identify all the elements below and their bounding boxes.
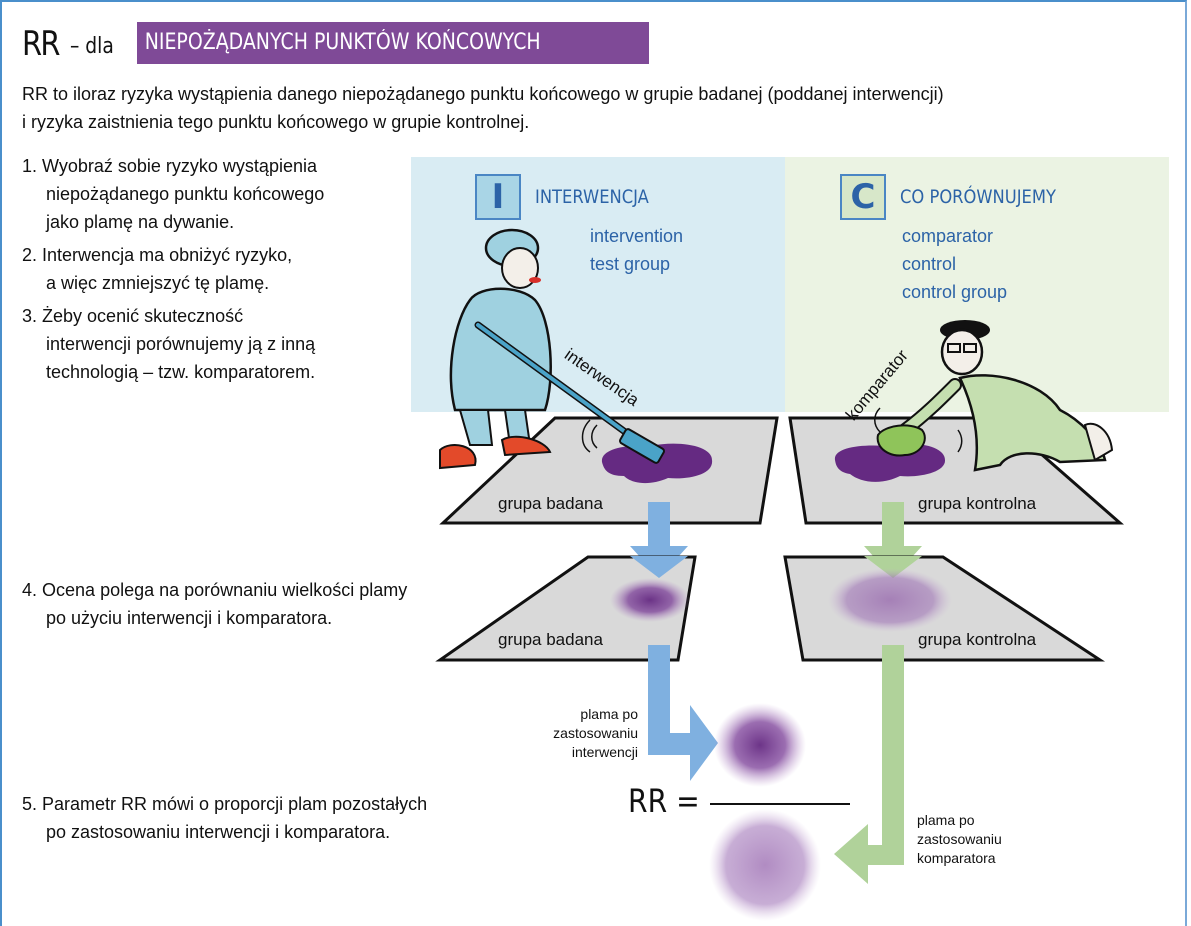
caption-line: interwencji <box>571 744 638 760</box>
carpet-label-control-top: grupa kontrolna <box>918 494 1037 513</box>
step-text: jako plamę na dywanie. <box>46 212 235 232</box>
intervention-heading: INTERWENCJA <box>535 186 649 208</box>
stain-control-top <box>834 443 946 482</box>
comparator-arrow-to-denominator <box>834 645 904 884</box>
step-text: technologią – tzw. komparatorem. <box>46 362 316 382</box>
intervention-terms: intervention test group <box>590 222 683 278</box>
title-connector: – dla <box>70 34 114 59</box>
step-text: po użyciu interwencji i komparatora. <box>46 608 333 628</box>
caption-line: komparatora <box>917 850 996 866</box>
step-number: 1. <box>22 156 38 176</box>
step-text: po zastosowaniu interwencji i komparator… <box>46 822 391 842</box>
title-highlight-badge: NIEPOŻĄDANYCH PUNKTÓW KOŃCOWYCH <box>137 22 649 64</box>
stain-test-middle <box>610 578 690 622</box>
step-text: Wyobraź sobie ryzyko wystąpienia <box>42 156 317 176</box>
comparator-terms: comparator control control group <box>902 222 1007 306</box>
page-title: RR – dla <box>22 22 140 64</box>
step-3: 3. Żeby ocenić skuteczność interwencji p… <box>22 302 315 386</box>
intro-line-1: RR to iloraz ryzyka wystąpienia danego n… <box>22 84 944 104</box>
numerator-stain <box>714 703 806 787</box>
step-4: 4. Ocena polega na porównaniu wielkości … <box>22 576 407 632</box>
caption-line: plama po <box>580 706 638 722</box>
denominator-caption: plama po zastosowaniu komparatora <box>917 811 1002 868</box>
step-text: niepożądanego punktu końcowego <box>46 184 325 204</box>
comparator-term: control <box>902 254 957 274</box>
step-5: 5. Parametr RR mówi o proporcji plam poz… <box>22 790 427 846</box>
step-2: 2. Interwencja ma obniżyć ryzyko, a więc… <box>22 241 292 297</box>
title-highlight-text: NIEPOŻĄDANYCH PUNKTÓW KOŃCOWYCH <box>144 30 541 55</box>
step-text: Parametr RR mówi o proporcji plam pozost… <box>42 794 428 814</box>
step-1: 1. Wyobraź sobie ryzyko wystąpienia niep… <box>22 152 324 236</box>
carpet-label-test-middle: grupa badana <box>498 630 603 649</box>
carpet-label-control-middle: grupa kontrolna <box>918 630 1037 649</box>
step-text: Ocena polega na porównaniu wielkości pla… <box>42 580 408 600</box>
stain-control-middle <box>828 568 952 632</box>
intervention-figure-illustration <box>439 228 665 470</box>
step-text: Interwencja ma obniżyć ryzyko, <box>42 245 293 265</box>
comparator-term: control group <box>902 282 1008 302</box>
caption-line: plama po <box>917 812 975 828</box>
comparator-term: comparator <box>902 226 994 246</box>
denominator-stain <box>709 809 821 921</box>
intervention-term: test group <box>590 254 671 274</box>
caption-line: zastosowaniu <box>553 725 638 741</box>
comparator-figure-illustration <box>876 320 1114 472</box>
rr-formula-label: RR = <box>628 782 700 820</box>
intro-definition: RR to iloraz ryzyka wystąpienia danego n… <box>22 80 1122 136</box>
intervention-term: intervention <box>590 226 684 246</box>
intro-line-2: i ryzyka zaistnienia tego punktu końcowe… <box>22 112 530 132</box>
comparator-letter-icon: C <box>840 174 886 220</box>
step-text: Żeby ocenić skuteczność <box>42 306 244 326</box>
step-number: 3. <box>22 306 38 326</box>
step-number: 4. <box>22 580 38 600</box>
title-prefix: RR <box>22 24 60 64</box>
numerator-caption: plama po zastosowaniu interwencji <box>533 705 638 762</box>
step-text: interwencji porównujemy ją z inną <box>46 334 316 354</box>
step-number: 5. <box>22 794 38 814</box>
intervention-letter-icon: I <box>475 174 521 220</box>
intervention-arrow-to-numerator <box>648 645 718 781</box>
caption-line: zastosowaniu <box>917 831 1002 847</box>
carpet-label-test-top: grupa badana <box>498 494 603 513</box>
step-number: 2. <box>22 245 38 265</box>
step-text: a więc zmniejszyć tę plamę. <box>46 273 270 293</box>
comparator-heading: CO PORÓWNUJEMY <box>900 186 1056 208</box>
